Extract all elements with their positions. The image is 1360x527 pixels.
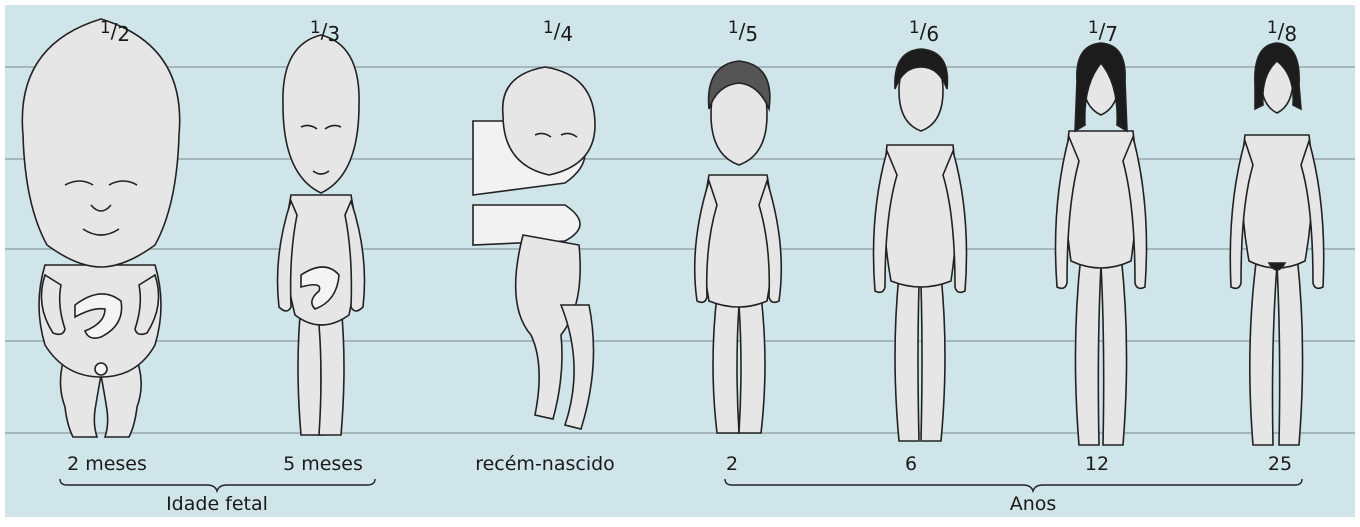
age-label-25-anos: 25 bbox=[1268, 453, 1292, 475]
scale-label-6: 1/7 bbox=[1063, 19, 1143, 43]
figure-age-2 bbox=[695, 61, 782, 433]
scale-label-5: 1/6 bbox=[884, 19, 964, 43]
diagram-canvas: 1/2 1/3 1/4 1/5 1/6 1/7 1/8 2 meses 5 me… bbox=[5, 5, 1355, 517]
scale-label-4: 1/5 bbox=[703, 19, 783, 43]
age-label-5-meses: 5 meses bbox=[283, 453, 363, 475]
scale-label-2: 1/3 bbox=[285, 19, 365, 43]
age-label-6-anos: 6 bbox=[905, 453, 917, 475]
age-label-2-meses: 2 meses bbox=[67, 453, 147, 475]
scale-label-1: 1/2 bbox=[75, 19, 155, 43]
guide-lines bbox=[5, 67, 1355, 433]
scale-label-7: 1/8 bbox=[1242, 19, 1322, 43]
brace-fetal bbox=[60, 479, 375, 491]
group-label-years: Anos bbox=[1010, 493, 1057, 515]
figure-age-6 bbox=[874, 49, 967, 441]
brace-years bbox=[725, 479, 1302, 491]
age-label-recem-nascido: recém-nascido bbox=[475, 453, 615, 475]
figures-layer bbox=[5, 5, 1355, 517]
scale-label-3: 1/4 bbox=[518, 19, 598, 43]
figure-fetus-5-months bbox=[278, 35, 365, 435]
figure-age-12 bbox=[1056, 43, 1147, 445]
age-label-12-anos: 12 bbox=[1085, 453, 1109, 475]
group-label-fetal: Idade fetal bbox=[166, 493, 268, 515]
figure-newborn bbox=[473, 67, 595, 429]
age-label-2-anos: 2 bbox=[726, 453, 738, 475]
figure-age-25 bbox=[1230, 43, 1323, 445]
figure-fetus-2-months bbox=[22, 19, 179, 437]
